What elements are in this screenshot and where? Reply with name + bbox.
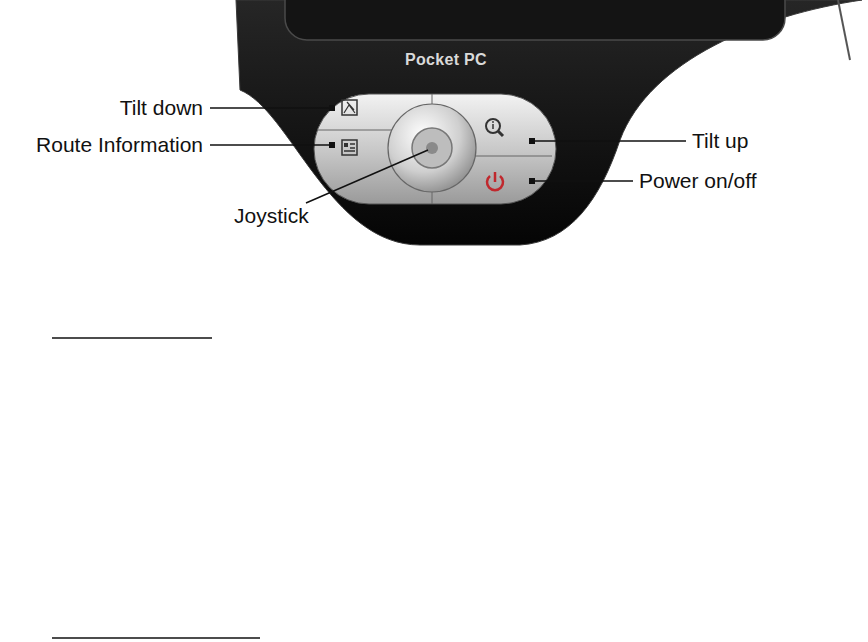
brand-label: Pocket PC bbox=[405, 51, 487, 69]
joystick-dot bbox=[426, 142, 438, 154]
callout-label: Tilt down bbox=[118, 96, 205, 120]
joystick-ring bbox=[388, 104, 476, 192]
button-divider bbox=[432, 191, 433, 204]
underline bbox=[52, 337, 212, 339]
callout-label: Power on/off bbox=[637, 169, 759, 193]
route-info-icon bbox=[342, 140, 357, 155]
callout-label: Route Information bbox=[34, 133, 205, 157]
button-divider bbox=[318, 130, 400, 131]
callout-label: Joystick bbox=[232, 204, 311, 228]
side-edge bbox=[838, 0, 850, 60]
button-divider bbox=[465, 156, 552, 157]
callout-label: Tilt up bbox=[690, 129, 750, 153]
underline bbox=[52, 637, 260, 639]
tilt-down-icon bbox=[342, 100, 357, 115]
power-icon bbox=[487, 172, 503, 190]
leader-lines bbox=[210, 108, 686, 203]
joystick-center bbox=[412, 128, 452, 168]
leader-ends bbox=[329, 105, 535, 184]
screen-bezel bbox=[285, 0, 785, 40]
tilt-up-icon bbox=[486, 119, 503, 136]
button-panel bbox=[314, 94, 556, 204]
